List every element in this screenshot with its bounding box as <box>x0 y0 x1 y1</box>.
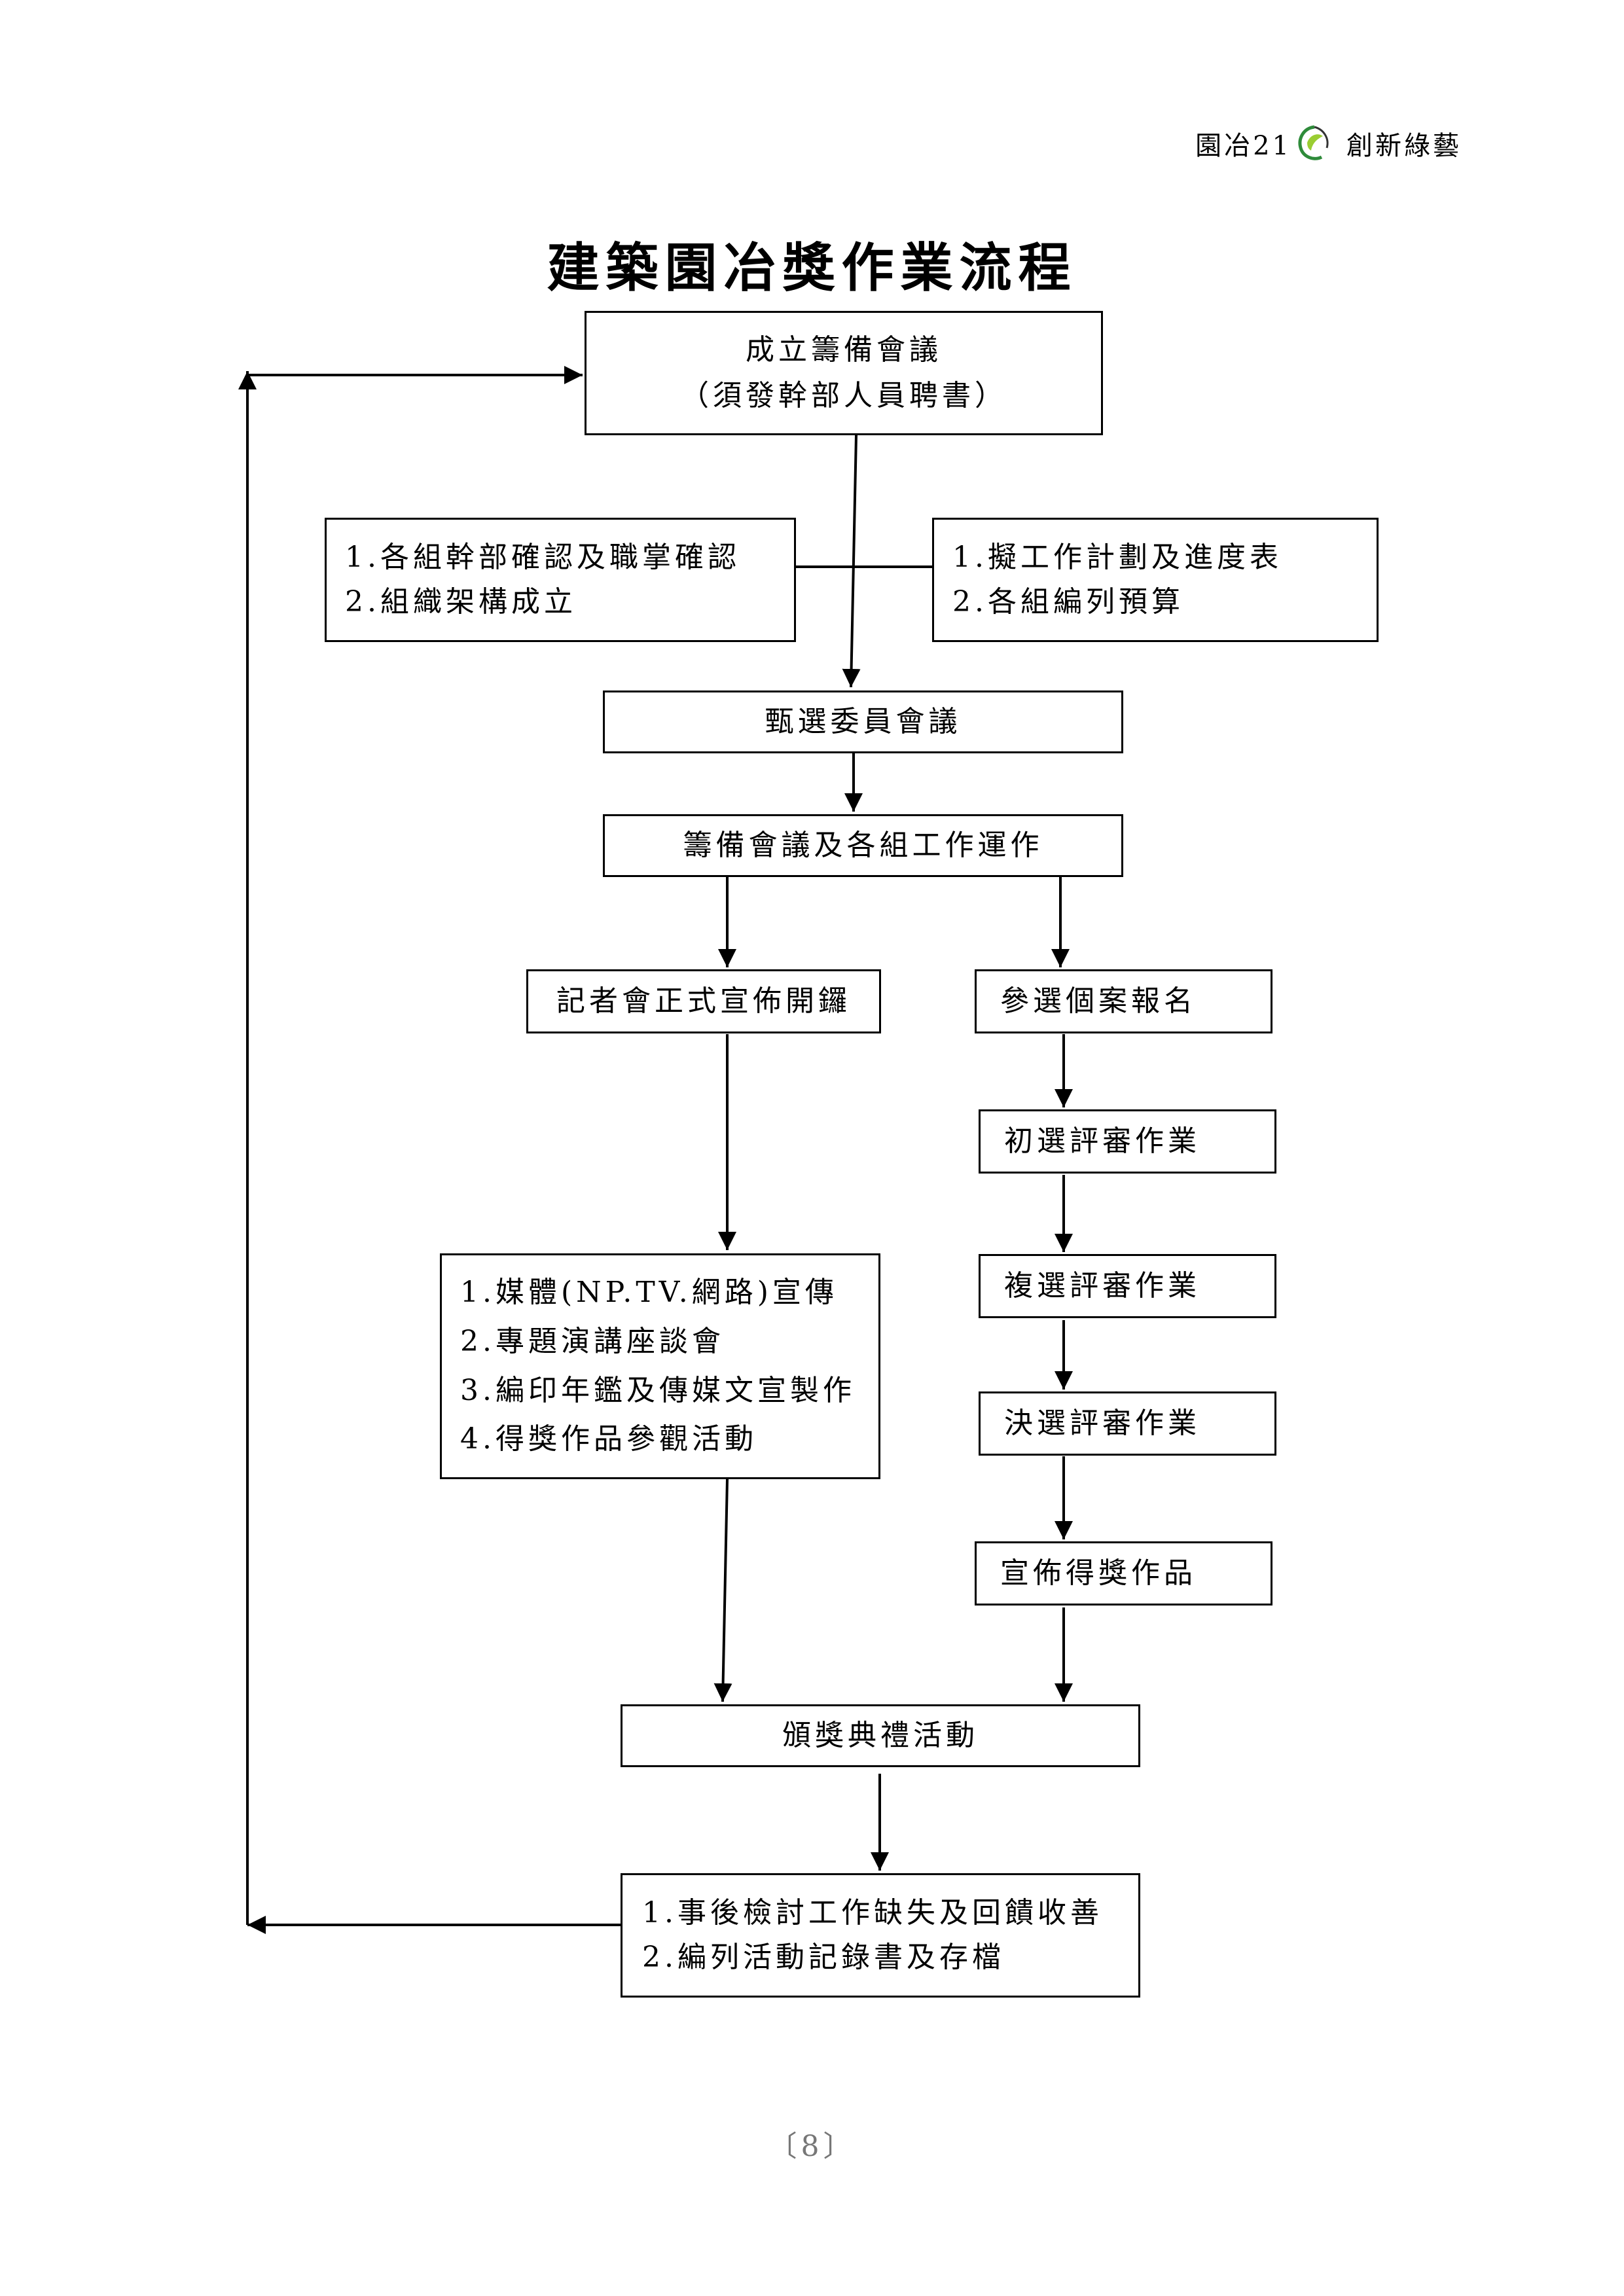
header-right-text: 創新綠藝 <box>1346 131 1462 161</box>
promotion-item-4: 4.得獎作品參觀活動 <box>460 1422 757 1456</box>
press-conference-label: 記者會正式宣佈開鑼 <box>556 984 851 1018</box>
preparatory-meeting-note: （須發幹部人員聘書） <box>680 379 1007 412</box>
final-review-label: 決選評審作業 <box>1004 1406 1200 1440</box>
promotion-item-3: 3.編印年鑑及傳媒文宣製作 <box>460 1373 856 1407</box>
award-ceremony-label: 頒獎典禮活動 <box>782 1718 979 1752</box>
right-tasks-box: 1.擬工作計劃及進度表 2.各組編列預算 <box>932 518 1379 642</box>
left-tasks-box: 1.各組幹部確認及職掌確認 2.組織架構成立 <box>325 518 796 642</box>
working-operation-label: 籌備會議及各組工作運作 <box>683 828 1043 862</box>
arrow-promotion-to-ceremony <box>713 1479 732 1702</box>
arrow-prep-to-selection <box>842 435 861 688</box>
page-header: 園冶21 創新綠藝 <box>1195 123 1462 164</box>
left-task-1: 1.各組幹部確認及職掌確認 <box>345 540 740 574</box>
post-review-item-2: 2.編列活動記錄書及存檔 <box>642 1941 1005 1974</box>
second-review-label: 複選評審作業 <box>1004 1268 1200 1302</box>
promotion-box: 1.媒體(NP.TV.網路)宣傳 2.專題演講座談會 3.編印年鑑及傳媒文宣製作… <box>440 1253 880 1479</box>
case-registration-box: 參選個案報名 <box>975 969 1272 1033</box>
working-operation-box: 籌備會議及各組工作運作 <box>603 814 1123 877</box>
preliminary-review-box: 初選評審作業 <box>979 1109 1276 1174</box>
page-number: 〔8〕 <box>768 2130 856 2163</box>
preparatory-meeting-box: 成立籌備會議 （須發幹部人員聘書） <box>585 311 1103 435</box>
case-registration-label: 參選個案報名 <box>1000 984 1197 1018</box>
leaf-swirl-icon <box>1298 125 1329 160</box>
press-conference-box: 記者會正式宣佈開鑼 <box>526 969 881 1033</box>
header-left-text: 園冶21 <box>1195 131 1291 161</box>
final-review-box: 決選評審作業 <box>979 1391 1276 1456</box>
award-ceremony-box: 頒獎典禮活動 <box>621 1704 1140 1767</box>
left-task-2: 2.組織架構成立 <box>345 585 577 619</box>
right-task-1: 1.擬工作計劃及進度表 <box>952 540 1282 574</box>
preliminary-review-label: 初選評審作業 <box>1004 1124 1200 1158</box>
selection-committee-label: 甄選委員會議 <box>765 704 962 738</box>
promotion-item-1: 1.媒體(NP.TV.網路)宣傳 <box>460 1275 838 1309</box>
announcement-box: 宣佈得獎作品 <box>975 1541 1272 1605</box>
page-title: 建築園冶獎作業流程 <box>547 238 1077 298</box>
post-review-item-1: 1.事後檢討工作缺失及回饋收善 <box>642 1895 1103 1929</box>
second-review-box: 複選評審作業 <box>979 1254 1276 1318</box>
right-task-2: 2.各組編列預算 <box>952 585 1184 619</box>
post-review-box: 1.事後檢討工作缺失及回饋收善 2.編列活動記錄書及存檔 <box>621 1873 1140 1998</box>
preparatory-meeting-title: 成立籌備會議 <box>746 332 942 367</box>
announcement-label: 宣佈得獎作品 <box>1000 1556 1197 1590</box>
selection-committee-box: 甄選委員會議 <box>603 691 1123 753</box>
promotion-item-2: 2.專題演講座談會 <box>460 1324 725 1358</box>
